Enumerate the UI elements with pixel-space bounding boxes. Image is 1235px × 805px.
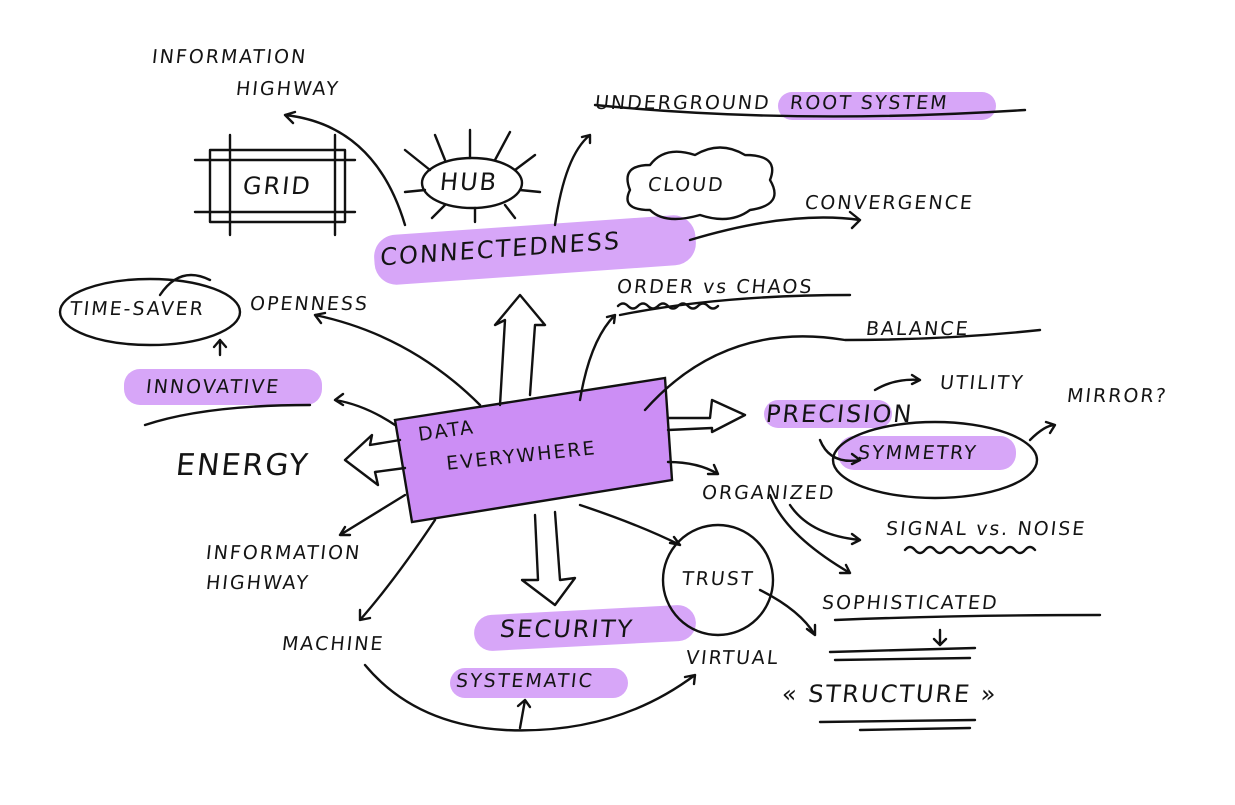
label-hub: HUB xyxy=(438,168,500,196)
label-order-vs-chaos: ORDER vs CHAOS xyxy=(615,276,815,298)
label-security: SECURITY xyxy=(498,615,636,643)
label-systematic: SYSTEMATIC xyxy=(454,670,595,692)
label-underground: UNDERGROUND xyxy=(593,92,772,114)
connectors xyxy=(58,103,1102,732)
label-virtual: VIRTUAL xyxy=(684,647,781,669)
label-organized: ORGANIZED xyxy=(700,482,837,504)
label-openness: OPENNESS xyxy=(248,293,371,315)
label-structure: « STRUCTURE » xyxy=(780,680,1000,708)
label-sophisticated: SOPHISTICATED xyxy=(820,592,1000,614)
label-convergence: CONVERGENCE xyxy=(803,192,976,214)
label-trust: TRUST xyxy=(680,568,756,590)
label-signal-vs-noise: SIGNAL vs. NOISE xyxy=(884,518,1088,540)
label-information-highway-low: INFORMATION xyxy=(204,542,363,564)
label-information-highway-low-2: HIGHWAY xyxy=(204,572,311,594)
label-root-system: ROOT SYSTEM xyxy=(788,92,950,114)
label-time-saver: TIME-SAVER xyxy=(68,298,207,320)
label-information-highway-top: INFORMATION xyxy=(150,46,309,68)
label-balance: BALANCE xyxy=(864,318,971,340)
central-box xyxy=(393,376,674,524)
label-mirror: MIRROR? xyxy=(1065,385,1169,407)
highlights xyxy=(124,92,1016,698)
label-grid: GRID xyxy=(241,172,314,200)
label-machine: MACHINE xyxy=(280,633,386,655)
label-innovative: INNOVATIVE xyxy=(144,376,282,398)
label-symmetry: SYMMETRY xyxy=(856,442,979,464)
label-energy: ENERGY xyxy=(174,448,312,483)
label-cloud: CLOUD xyxy=(646,174,726,196)
label-precision: PRECISION xyxy=(764,400,915,428)
label-utility: UTILITY xyxy=(938,372,1026,394)
label-information-highway-top-2: HIGHWAY xyxy=(234,78,341,100)
